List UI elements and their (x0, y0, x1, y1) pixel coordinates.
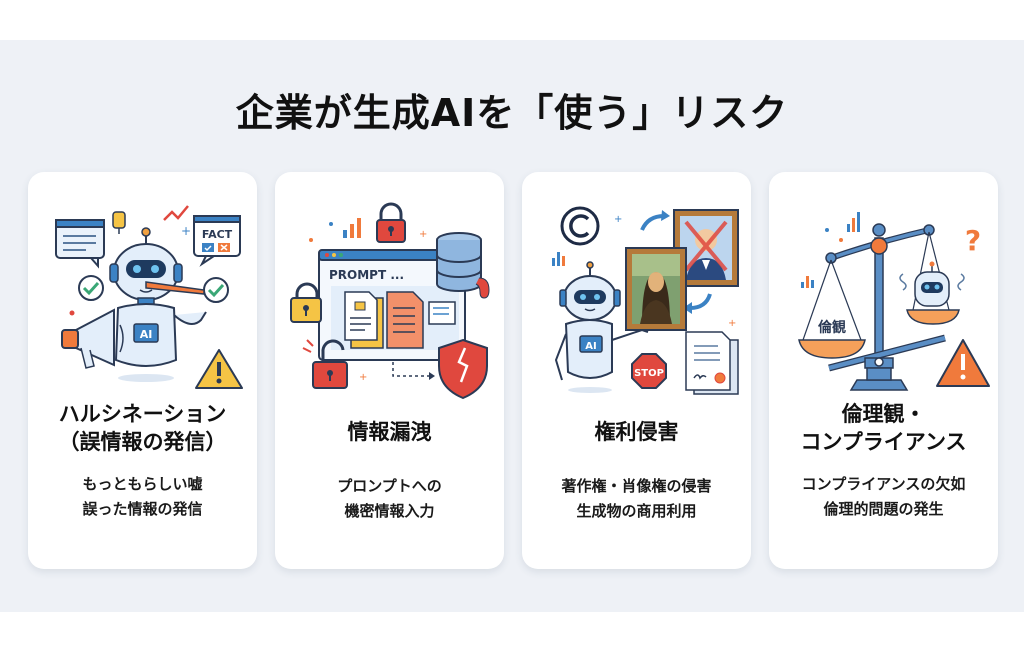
svg-text:+: + (728, 318, 736, 329)
svg-text:AI: AI (140, 328, 153, 341)
document-icon (386, 291, 424, 349)
information-leak-illustration: PROMPT ... (283, 190, 496, 400)
padlock-icon (290, 282, 322, 323)
database-icon (112, 211, 126, 234)
database-leak-icon (436, 232, 490, 299)
svg-text:倫観: 倫観 (818, 319, 846, 336)
question-mark-icon: ? (965, 224, 981, 257)
card-description: 著作権・肖像権の侵害 生成物の商用利用 (561, 477, 712, 520)
ethics-compliance-illustration: 倫観 ? (777, 190, 990, 400)
bar-chart-icon (847, 212, 860, 232)
svg-text:+: + (419, 229, 427, 240)
page-title: 企業が生成AIを「使う」リスク (235, 91, 789, 135)
contract-document-icon (685, 331, 739, 395)
trend-up-icon (163, 205, 189, 221)
robot-icon: AI (554, 261, 649, 393)
card-title: 情報漏洩 (347, 420, 432, 444)
svg-text:+: + (181, 224, 191, 238)
robot-pinocchio-nose-icon: AI (109, 227, 207, 382)
card-description: もっともらしい嘘 誤った情報の発信 (82, 475, 203, 518)
risk-card-rights-infringement: + (522, 172, 751, 569)
svg-text:STOP: STOP (634, 368, 664, 379)
risk-card-ethics-compliance: 倫観 ? (769, 172, 998, 569)
svg-text:+: + (614, 214, 622, 225)
svg-text:AI: AI (585, 341, 596, 352)
stop-sign-icon: STOP (631, 353, 667, 389)
warning-triangle-icon (936, 339, 990, 387)
copyright-icon (560, 206, 600, 246)
card-description: コンプライアンスの欠如 倫理的問題の発生 (801, 475, 966, 518)
robot-head-icon (899, 261, 965, 307)
svg-text:+: + (359, 372, 367, 383)
balance-scale-icon: 倫観 (798, 223, 960, 391)
card-title: ハルシネーション （誤情報の発信） (58, 402, 227, 454)
svg-text:PROMPT ...: PROMPT ... (329, 268, 404, 282)
card-description: プロンプトへの 機密情報入力 (337, 477, 442, 520)
risk-card-information-leak: PROMPT ... (275, 172, 504, 569)
open-padlock-icon (302, 339, 348, 389)
rights-infringement-illustration: + (530, 190, 743, 400)
portrait-painting-icon (625, 247, 687, 331)
bar-chart-icon (801, 276, 814, 288)
bar-chart-icon (552, 252, 565, 266)
svg-text:FACT: FACT (202, 228, 233, 241)
cycle-arrows-icon (640, 210, 712, 314)
warning-triangle-icon (195, 349, 243, 389)
chat-bubble-icon (55, 219, 105, 269)
check-circle-icon (78, 275, 104, 301)
card-title: 倫理観・ コンプライアンス (800, 402, 967, 454)
padlock-icon (376, 202, 406, 243)
broken-shield-icon (438, 338, 488, 400)
hallucination-illustration: + FACT (36, 190, 249, 400)
crossed-portrait-icon (673, 209, 739, 287)
document-icon (344, 291, 384, 349)
megaphone-icon (61, 308, 124, 369)
fact-check-bubble-icon: FACT (193, 215, 241, 267)
card-title: 権利侵害 (594, 420, 679, 444)
check-circle-icon (203, 277, 229, 303)
risk-card-hallucination: + FACT (28, 172, 257, 569)
bar-chart-icon (343, 218, 361, 238)
